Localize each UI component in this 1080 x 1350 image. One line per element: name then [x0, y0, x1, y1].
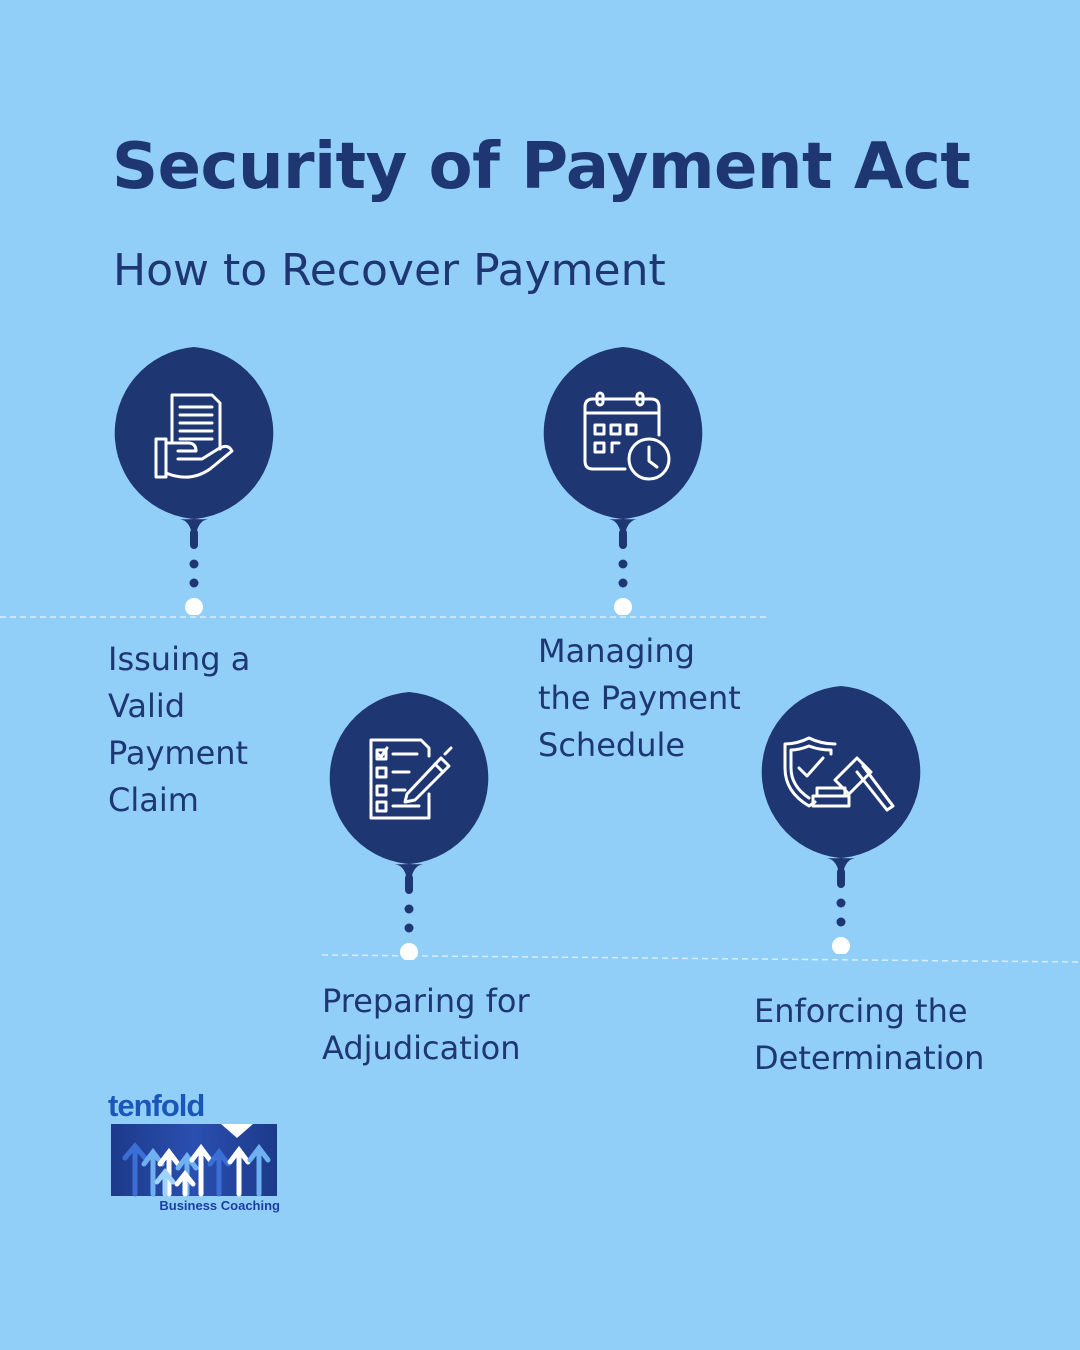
step-3-pin — [321, 690, 497, 960]
timeline-line-lower — [321, 954, 1080, 963]
page-subtitle: How to Recover Payment — [113, 245, 666, 296]
step-4-label: Enforcing the Determination — [754, 992, 985, 1077]
page-title: Security of Payment Act — [112, 130, 971, 204]
hand-document-icon — [154, 393, 234, 479]
logo-arrows-icon — [111, 1124, 277, 1197]
step-4-pin — [753, 684, 929, 954]
step-3-label: Preparing for Adjudication — [322, 982, 530, 1067]
logo-tagline: Business Coaching — [159, 1198, 280, 1213]
logo-wordmark: tenfold — [108, 1088, 205, 1123]
tenfold-logo: tenfold Business Coaching — [108, 1088, 280, 1218]
step-2-label: Managing the Payment Schedule — [538, 632, 741, 764]
checklist-pen-icon — [369, 738, 453, 820]
step-1-pin — [106, 345, 282, 615]
calendar-clock-icon — [583, 391, 671, 481]
step-1-label: Issuing a Valid Payment Claim — [108, 640, 251, 819]
step-2-pin — [535, 345, 711, 615]
shield-gavel-icon — [783, 736, 895, 812]
